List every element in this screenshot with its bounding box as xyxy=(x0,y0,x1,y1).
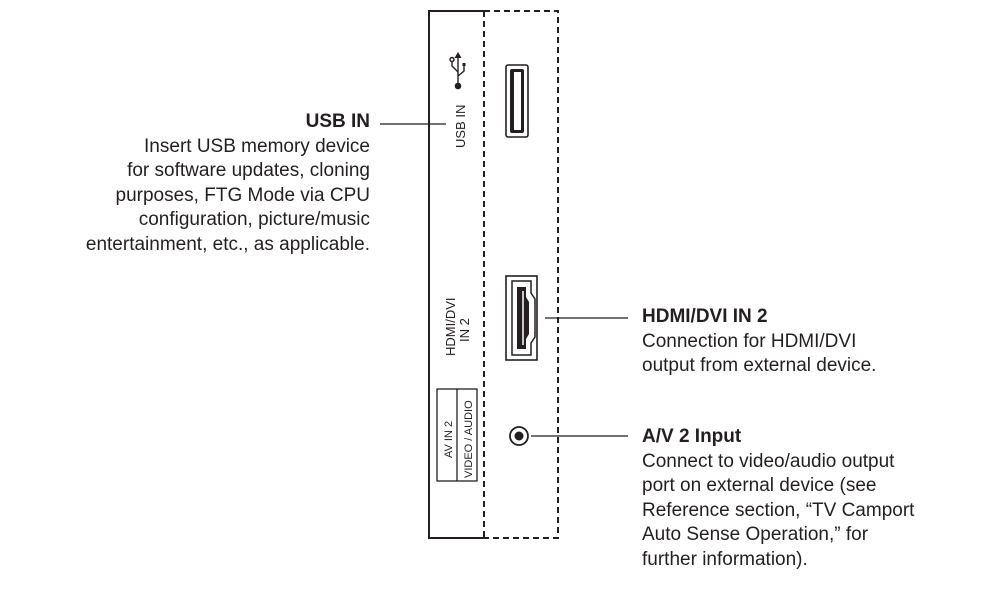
hdmi-panel-label-line2: IN 2 xyxy=(457,318,472,342)
hdmi-callout-line: output from external device. xyxy=(642,355,877,376)
usb-in-callout-line: entertainment, etc., as applicable. xyxy=(85,233,370,255)
av-input-callout-line: Reference section, “TV Camport xyxy=(642,499,915,521)
av-input-callout-line: port on external device (see xyxy=(642,475,877,496)
panel-outline xyxy=(428,10,484,539)
hdmi-callout-line: Connection for HDMI/DVI xyxy=(642,330,857,352)
av-input-callout-line: Auto Sense Operation,” for xyxy=(642,524,869,545)
av-input-callout-line: Connect to video/audio output xyxy=(642,450,895,472)
usb-port-icon xyxy=(505,64,529,138)
hdmi-port-icon xyxy=(505,275,538,361)
usb-in-callout-title: USB IN xyxy=(305,111,370,132)
hdmi-panel-label-line1: HDMI/DVI xyxy=(443,298,458,357)
usb-in-callout: USB IN Insert USB memory device for soft… xyxy=(86,110,370,257)
hdmi-callout: HDMI/DVI IN 2 Connection for HDMI/DVI ou… xyxy=(642,305,876,379)
av-panel-label-line2: VIDEO / AUDIO xyxy=(463,400,475,478)
av-input-callout-title: A/V 2 Input xyxy=(642,426,742,447)
hdmi-callout-title: HDMI/DVI IN 2 xyxy=(642,306,768,327)
usb-in-callout-line: configuration, picture/music xyxy=(138,209,370,230)
av-input-callout-line: further information). xyxy=(642,548,808,570)
usb-in-callout-line: for software updates, cloning xyxy=(127,160,370,181)
usb-in-callout-line: purposes, FTG Mode via CPU xyxy=(115,184,370,206)
av-jack-icon xyxy=(509,426,529,446)
usb-in-panel-label: USB IN xyxy=(453,105,468,148)
usb-icon xyxy=(449,52,466,90)
usb-in-callout-line: Insert USB memory device xyxy=(144,135,370,157)
av-panel-label-line1: AV IN 2 xyxy=(443,421,455,458)
av-input-callout: A/V 2 Input Connect to video/audio outpu… xyxy=(642,425,914,572)
